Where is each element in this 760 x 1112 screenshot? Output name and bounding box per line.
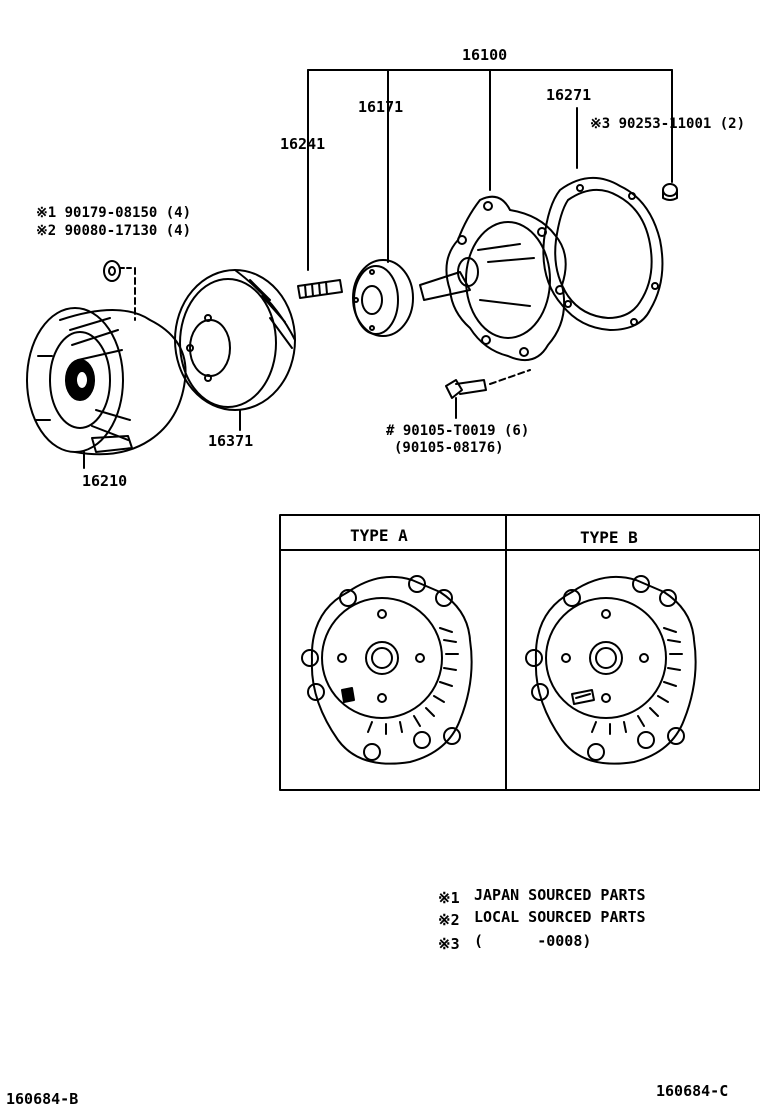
callout-nut-2: ※2 90080-17130 (4) [36,223,192,239]
legend-row: ※3 ( -0008) [438,934,591,953]
label-16210: 16210 [82,472,128,490]
gasket-drawing [542,176,664,331]
seal-plate-drawing [352,259,414,337]
type-a-pump-face [301,575,473,765]
nut-drawing [103,260,135,282]
legend-text: LOCAL SOURCED PARTS [474,908,646,926]
label-16100: 16100 [462,46,508,64]
type-b-pump-face [525,575,697,765]
callout-nut-1: ※1 90179-08150 (4) [36,205,192,221]
fan-coupling-drawing [26,267,187,469]
bolt-lower-drawing [445,369,531,419]
label-16371: 16371 [208,432,254,450]
label-16241: 16241 [280,135,326,153]
bolt-small-drawing [662,183,678,201]
label-16271: 16271 [546,86,592,104]
pulley-drawing [174,269,296,431]
legend-mark: ※2 [438,911,460,929]
callout-bolt-primary: # 90105-T0019 (6) [386,423,530,439]
type-a-label: TYPE A [350,526,408,545]
legend-mark: ※3 [438,935,460,953]
footer-code-left: 160684-B [6,1090,79,1108]
legend-text: ( -0008) [474,932,592,950]
assy-bracket-16100 [307,69,673,271]
legend-row: ※2 LOCAL SOURCED PARTS [438,910,646,929]
legend-text: JAPAN SOURCED PARTS [474,886,646,904]
type-b-label: TYPE B [580,528,638,547]
legend-mark: ※1 [438,889,460,907]
callout-bolt-top: ※3 90253-11001 (2) [590,116,746,132]
legend-row: ※1 JAPAN SOURCED PARTS [438,888,646,907]
footer-code-right: 160684-C [656,1082,729,1100]
water-pump-drawing [419,195,567,362]
label-16171: 16171 [358,98,404,116]
callout-bolt-alt: (90105-08176) [394,440,504,456]
type-comparison-table [279,514,760,791]
stud-drawing [297,279,343,299]
